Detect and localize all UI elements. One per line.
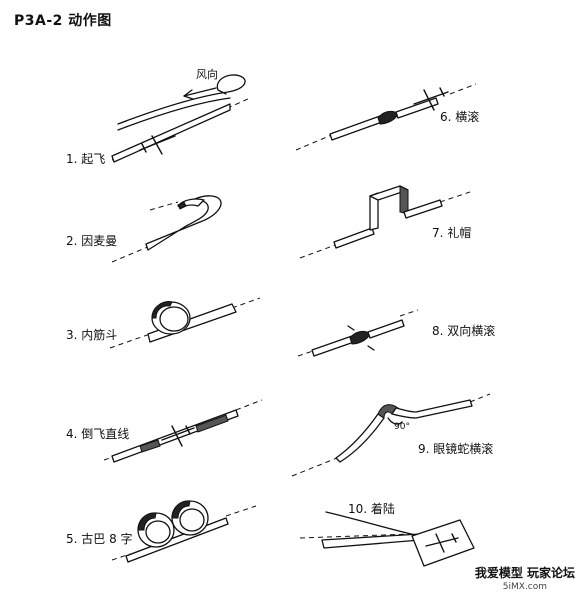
loop-ring-inner <box>159 306 189 332</box>
figure-immelmann <box>111 195 222 263</box>
cuban-exit-line <box>225 505 257 517</box>
maneuver-label-5: 5. 古巴 8 字 <box>66 532 133 546</box>
figure-cuban-eight <box>111 500 257 563</box>
cobra-angle-arc <box>387 417 403 425</box>
landing-descent-path <box>325 511 421 537</box>
wind-arrow <box>183 87 217 97</box>
cuban-right-loop-inner <box>179 508 205 532</box>
cobra-exit-line <box>469 393 491 403</box>
landing-approach-ribbon <box>321 533 421 549</box>
inverted-section <box>195 414 229 433</box>
watermark-site: 5iMX.com <box>502 582 548 592</box>
maneuver-label-4: 4. 倒飞直线 <box>66 427 130 441</box>
watermark: 我爱模型 玩家论坛 5iMX.com <box>475 564 575 592</box>
cuban-loop-shade-2 <box>171 500 191 519</box>
maneuver-label-2: 2. 因麦曼 <box>66 234 118 248</box>
tworoll-exit-line <box>399 309 419 317</box>
roll-entry-line <box>295 133 335 151</box>
figure-top-hat <box>299 185 471 259</box>
immelmann-entry-line <box>111 245 151 263</box>
maneuver-label-10: 10. 着陆 <box>348 502 395 516</box>
landing-ground-line <box>299 533 413 539</box>
figure-landing <box>299 511 475 567</box>
inverted-half-roll-1 <box>139 439 161 453</box>
tophat-entry-line <box>299 243 339 259</box>
figure-cobra-roll <box>291 393 491 477</box>
tophat-ribbon-2 <box>403 199 443 219</box>
landing-runway-box <box>411 519 475 567</box>
figure-two-way-roll <box>297 309 419 357</box>
cuban-left-loop-inner <box>145 520 171 544</box>
watermark-forum-name: 我爱模型 玩家论坛 <box>474 566 575 580</box>
immelmann-twist-shade <box>177 201 187 210</box>
roll-ribbon-before <box>329 115 383 141</box>
maneuver-label-8: 8. 双向横滚 <box>432 324 496 338</box>
loop-exit-line <box>231 297 261 309</box>
maneuver-label-9: 9. 眼镜蛇横滚 <box>418 442 494 456</box>
cuban-entry-line <box>111 553 131 561</box>
cobra-exit-ribbon <box>391 399 473 419</box>
tophat-vertical-down <box>399 185 409 215</box>
tophat-ribbon-1 <box>333 227 375 249</box>
tworoll-ribbon-1 <box>311 335 355 357</box>
wind-arrow-head <box>183 89 194 100</box>
airplane-icon <box>161 425 195 447</box>
tworoll-arrows <box>347 325 375 351</box>
airplane-icon <box>139 135 176 155</box>
maneuver-label-1: 1. 起飞 <box>66 152 106 166</box>
loop-entry-line <box>109 333 151 349</box>
figure-inside-loop <box>109 297 261 349</box>
cobra-angle-label: 90° <box>394 422 410 432</box>
figure-inverted-flight <box>103 399 263 463</box>
maneuver-label-6: 6. 横滚 <box>440 110 480 124</box>
roll-exit-line <box>449 83 477 95</box>
cuban-loop-shade-1 <box>137 512 157 531</box>
tworoll-twist <box>349 330 371 345</box>
wind-direction-label: 风向 <box>196 68 218 81</box>
loop-ring-shade <box>151 301 173 319</box>
tophat-exit-line <box>439 191 471 203</box>
immelmann-exit-line <box>149 201 179 211</box>
takeoff-circuit-edge <box>117 97 231 131</box>
cobra-entry-line <box>291 455 343 477</box>
takeoff-circuit <box>117 74 246 125</box>
maneuver-label-7: 7. 礼帽 <box>432 226 472 240</box>
takeoff-ribbon <box>111 103 231 163</box>
figure-roll <box>295 83 477 151</box>
tworoll-entry-line <box>297 349 317 357</box>
maneuver-label-3: 3. 内筋斗 <box>66 328 118 342</box>
airplane-icon <box>425 533 459 553</box>
roll-ribbon-after <box>395 97 439 119</box>
tworoll-ribbon-2 <box>367 319 405 339</box>
page-title: P3A-2 动作图 <box>14 13 112 29</box>
cobra-climb-ribbon <box>335 413 385 463</box>
roll-twist <box>377 110 399 125</box>
airplane-icon <box>413 87 449 111</box>
figure-takeoff <box>111 74 251 163</box>
inverted-exit-line <box>235 399 263 411</box>
